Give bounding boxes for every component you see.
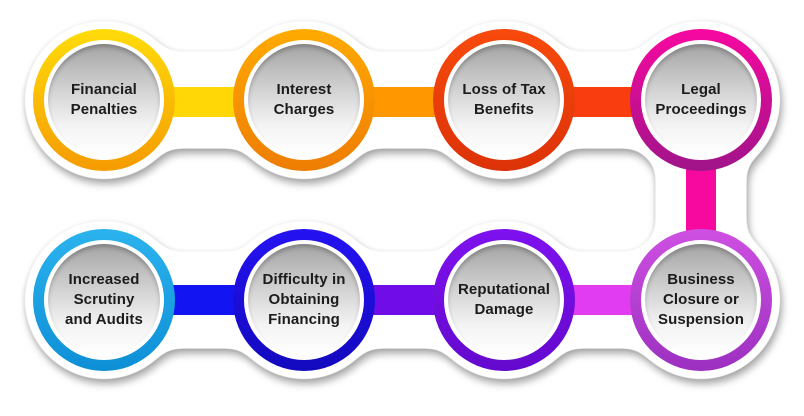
node-inner-disc: Legal Proceedings: [645, 44, 757, 156]
node-business-closure-or-suspension: Business Closure or Suspension: [630, 229, 772, 371]
node-label: Legal Proceedings: [655, 80, 747, 118]
node-legal-proceedings: Legal Proceedings: [630, 29, 772, 171]
node-interest-charges: Interest Charges: [233, 29, 375, 171]
node-inner-disc: Difficulty in Obtaining Financing: [248, 244, 360, 356]
node-label: Difficulty in Obtaining Financing: [262, 270, 346, 329]
node-label: Increased Scrutiny and Audits: [65, 270, 143, 329]
node-inner-disc: Reputational Damage: [448, 244, 560, 356]
node-financial-penalties: Financial Penalties: [33, 29, 175, 171]
node-label: Interest Charges: [273, 80, 335, 118]
node-increased-scrutiny-and-audits: Increased Scrutiny and Audits: [33, 229, 175, 371]
node-inner-disc: Financial Penalties: [48, 44, 160, 156]
node-inner-disc: Interest Charges: [248, 44, 360, 156]
node-inner-disc: Business Closure or Suspension: [645, 244, 757, 356]
node-loss-of-tax-benefits: Loss of Tax Benefits: [433, 29, 575, 171]
node-label: Business Closure or Suspension: [657, 270, 744, 329]
node-reputational-damage: Reputational Damage: [433, 229, 575, 371]
node-label: Reputational Damage: [457, 280, 551, 318]
node-difficulty-in-obtaining-financing: Difficulty in Obtaining Financing: [233, 229, 375, 371]
node-inner-disc: Increased Scrutiny and Audits: [48, 244, 160, 356]
node-label: Loss of Tax Benefits: [462, 80, 546, 118]
node-inner-disc: Loss of Tax Benefits: [448, 44, 560, 156]
node-label: Financial Penalties: [70, 80, 138, 118]
